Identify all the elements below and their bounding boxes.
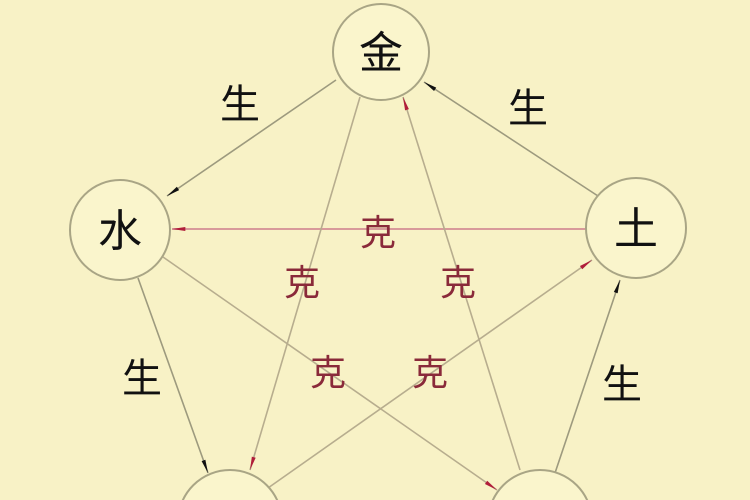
sheng-edge-earth-metal — [423, 81, 599, 197]
sheng-label-earth-metal: 生 — [508, 86, 548, 132]
node-label-water: 水 — [98, 206, 142, 257]
ke-edge-wood-earth — [267, 259, 593, 489]
node-label-fire: 火 — [518, 498, 562, 500]
node-water: 水 — [69, 179, 171, 281]
ke-label-metal-wood: 克 — [284, 263, 320, 304]
sheng-edge-metal-water — [166, 79, 337, 197]
ke-label-water-fire: 克 — [310, 353, 346, 394]
sheng-edge-fire-earth — [554, 279, 621, 474]
ke-label-earth-water: 克 — [360, 213, 396, 254]
ke-edge-water-fire — [162, 256, 498, 491]
node-label-earth: 土 — [614, 204, 658, 255]
sheng-label-fire-earth: 生 — [602, 362, 642, 408]
node-metal: 金 — [332, 3, 430, 101]
sheng-label-metal-water: 生 — [220, 82, 260, 128]
ke-edges — [162, 96, 593, 491]
ke-label-wood-earth: 克 — [412, 353, 448, 394]
node-label-metal: 金 — [359, 28, 403, 79]
node-label-wood: 木 — [208, 498, 252, 500]
sheng-edge-water-wood — [137, 277, 209, 474]
ke-labels: 克 克 克 克 克 — [284, 213, 476, 394]
ke-label-fire-metal: 克 — [440, 263, 476, 304]
element-nodes: 金 水 土 木 火 — [69, 3, 687, 500]
node-wood: 木 — [181, 469, 279, 500]
node-earth: 土 — [585, 177, 687, 279]
ke-edge-metal-wood — [249, 96, 361, 471]
ke-edge-fire-metal — [402, 96, 521, 471]
node-fire: 火 — [491, 469, 589, 500]
sheng-label-water-wood: 生 — [122, 356, 162, 402]
sheng-labels: 生 生 生 生 — [122, 82, 642, 408]
sheng-edges — [137, 79, 621, 474]
